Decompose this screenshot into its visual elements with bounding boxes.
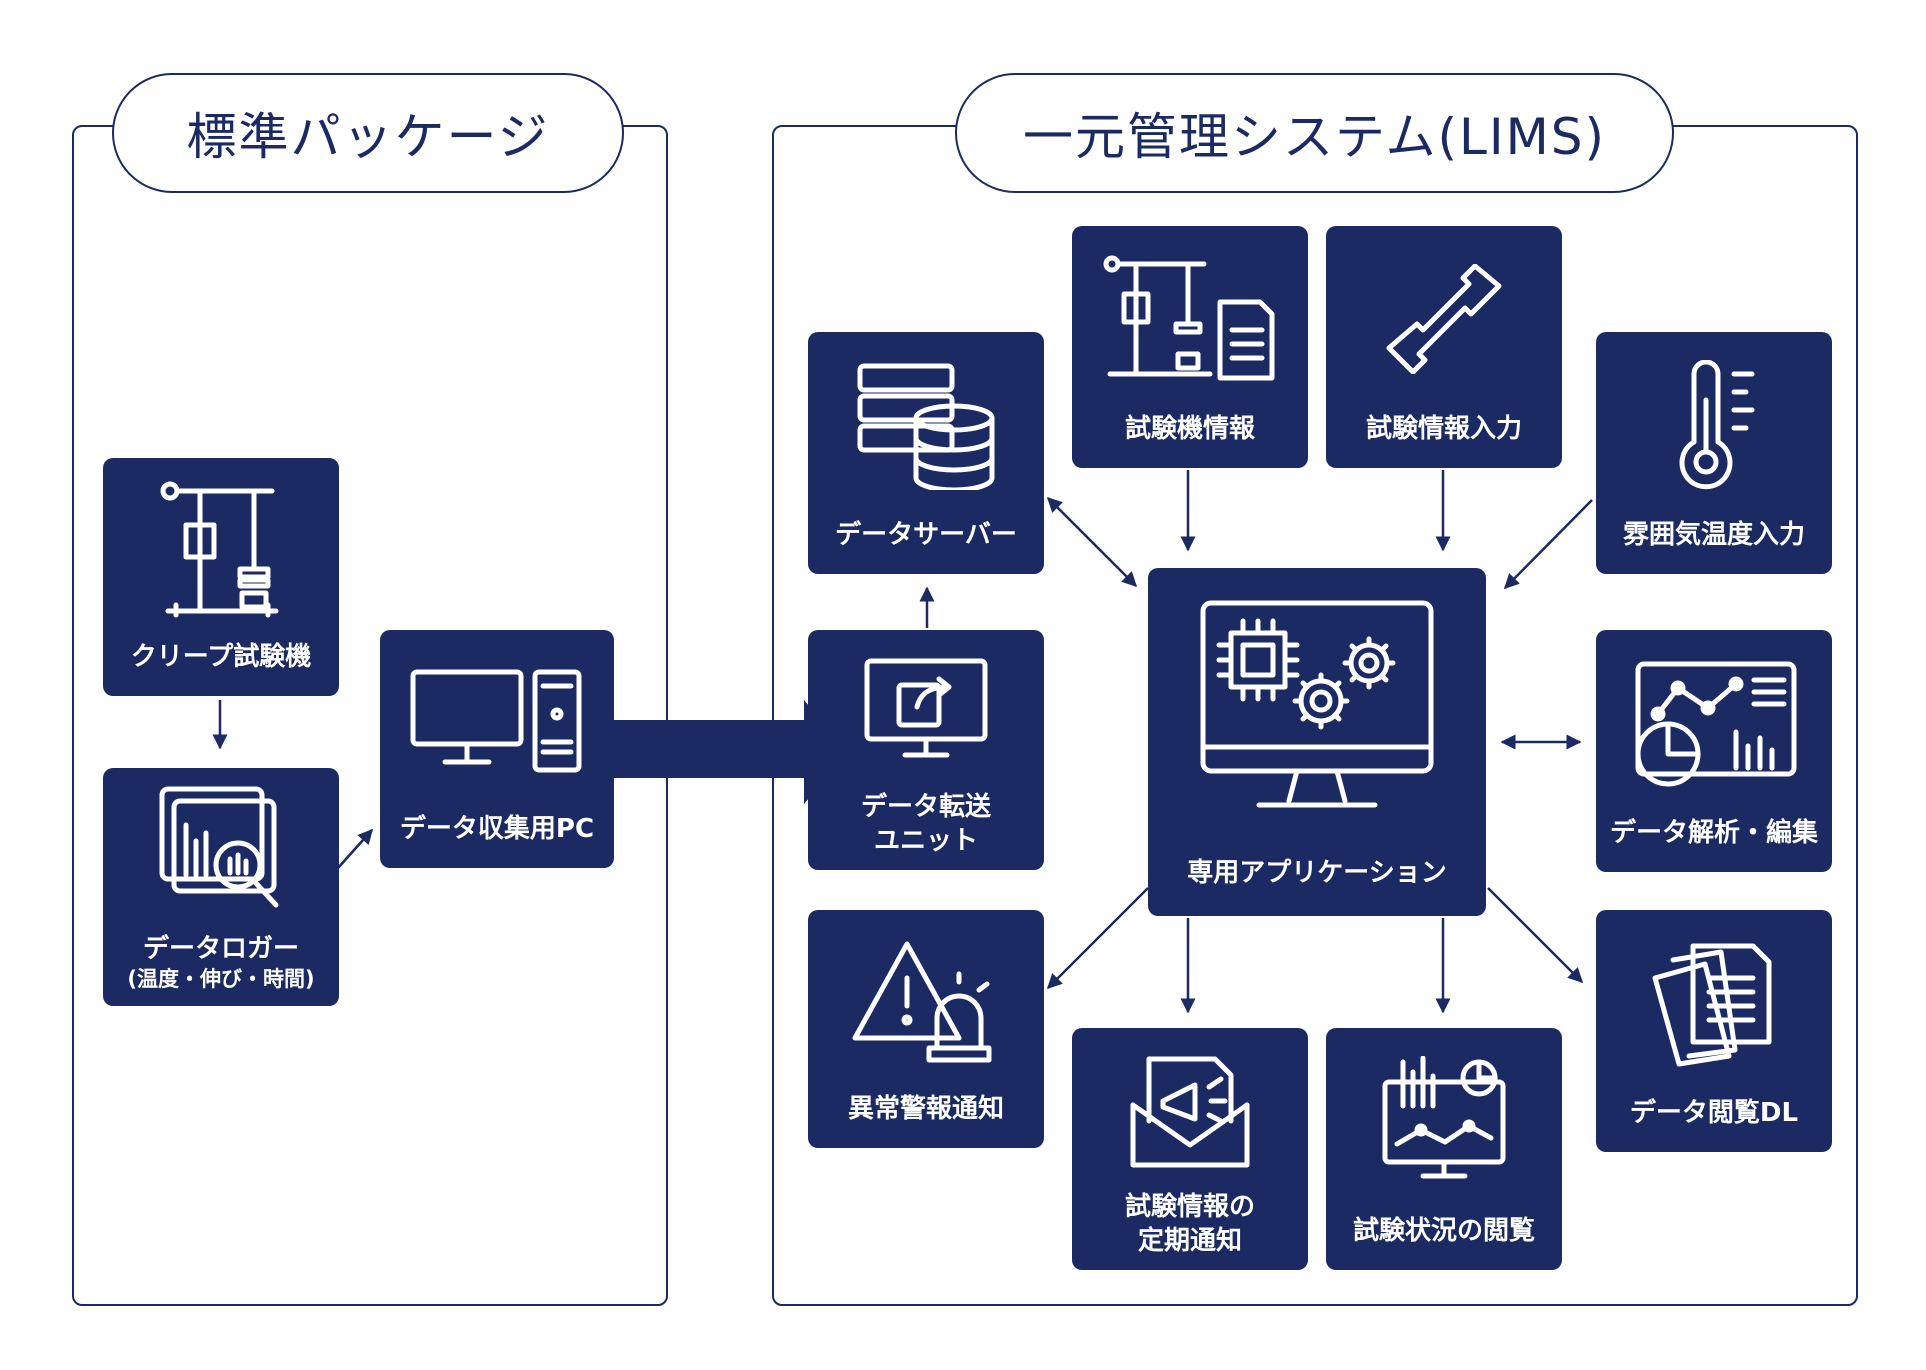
transfer-monitor-icon	[864, 658, 988, 758]
temperature-input-box: 雰囲気温度入力	[1596, 332, 1832, 574]
standard-package-title: 標準パッケージ	[112, 73, 624, 193]
dedicated-app-box: 専用アプリケーション	[1148, 568, 1486, 916]
data-server-box: データサーバー	[808, 332, 1044, 574]
specimen-icon	[1386, 264, 1502, 374]
transfer-unit-label-1: データ転送	[860, 792, 991, 822]
lims-title: 一元管理システム(LIMS)	[955, 73, 1674, 193]
periodic-notice-box: 試験情報の 定期通知	[1072, 1028, 1308, 1270]
transfer-unit-box: データ転送 ユニット	[808, 630, 1044, 870]
temperature-input-label: 雰囲気温度入力	[1622, 520, 1805, 550]
machine-document-icon	[1103, 255, 1275, 381]
data-logger-box: データロガー (温度・伸び・時間)	[103, 768, 339, 1006]
test-input-box: 試験情報入力	[1326, 226, 1562, 468]
test-input-label: 試験情報入力	[1365, 414, 1522, 444]
machine-info-box: 試験機情報	[1072, 226, 1308, 468]
dashboard-monitor-icon	[1382, 1056, 1506, 1179]
data-download-box: データ閲覧DL	[1596, 910, 1832, 1152]
thermometer-icon	[1679, 360, 1755, 490]
status-view-box: 試験状況の閲覧	[1326, 1028, 1562, 1270]
periodic-notice-label-1: 試験情報の	[1124, 1192, 1255, 1222]
collection-pc-box: データ収集用PC	[380, 630, 614, 868]
analytics-chart-icon	[1635, 661, 1797, 787]
creep-machine-label: クリープ試験機	[130, 642, 312, 672]
alert-box: 異常警報通知	[808, 910, 1044, 1148]
mail-megaphone-icon	[1130, 1056, 1250, 1168]
monitor-chip-gear-icon	[1200, 600, 1434, 808]
data-logger-icon	[159, 786, 279, 908]
data-logger-label: データロガー	[142, 934, 299, 964]
creep-machine-icon	[160, 481, 279, 618]
machine-info-label: 試験機情報	[1124, 414, 1255, 444]
server-database-icon	[857, 363, 995, 490]
documents-stack-icon	[1652, 943, 1772, 1067]
creep-machine-box: クリープ試験機	[103, 458, 339, 696]
data-download-label: データ閲覧DL	[1629, 1098, 1799, 1128]
desktop-pc-icon	[410, 669, 582, 773]
data-server-label: データサーバー	[835, 520, 1017, 550]
alert-label: 異常警報通知	[847, 1094, 1004, 1124]
warning-siren-icon	[852, 941, 992, 1063]
dedicated-app-label: 専用アプリケーション	[1187, 858, 1447, 888]
analysis-box: データ解析・編集	[1596, 630, 1832, 872]
periodic-notice-label-2: 定期通知	[1137, 1226, 1242, 1256]
status-view-label: 試験状況の閲覧	[1352, 1216, 1535, 1246]
collection-pc-label: データ収集用PC	[399, 814, 595, 844]
transfer-unit-label-2: ユニット	[873, 826, 978, 856]
analysis-label: データ解析・編集	[1609, 818, 1818, 848]
data-logger-sublabel: (温度・伸び・時間)	[127, 967, 315, 991]
